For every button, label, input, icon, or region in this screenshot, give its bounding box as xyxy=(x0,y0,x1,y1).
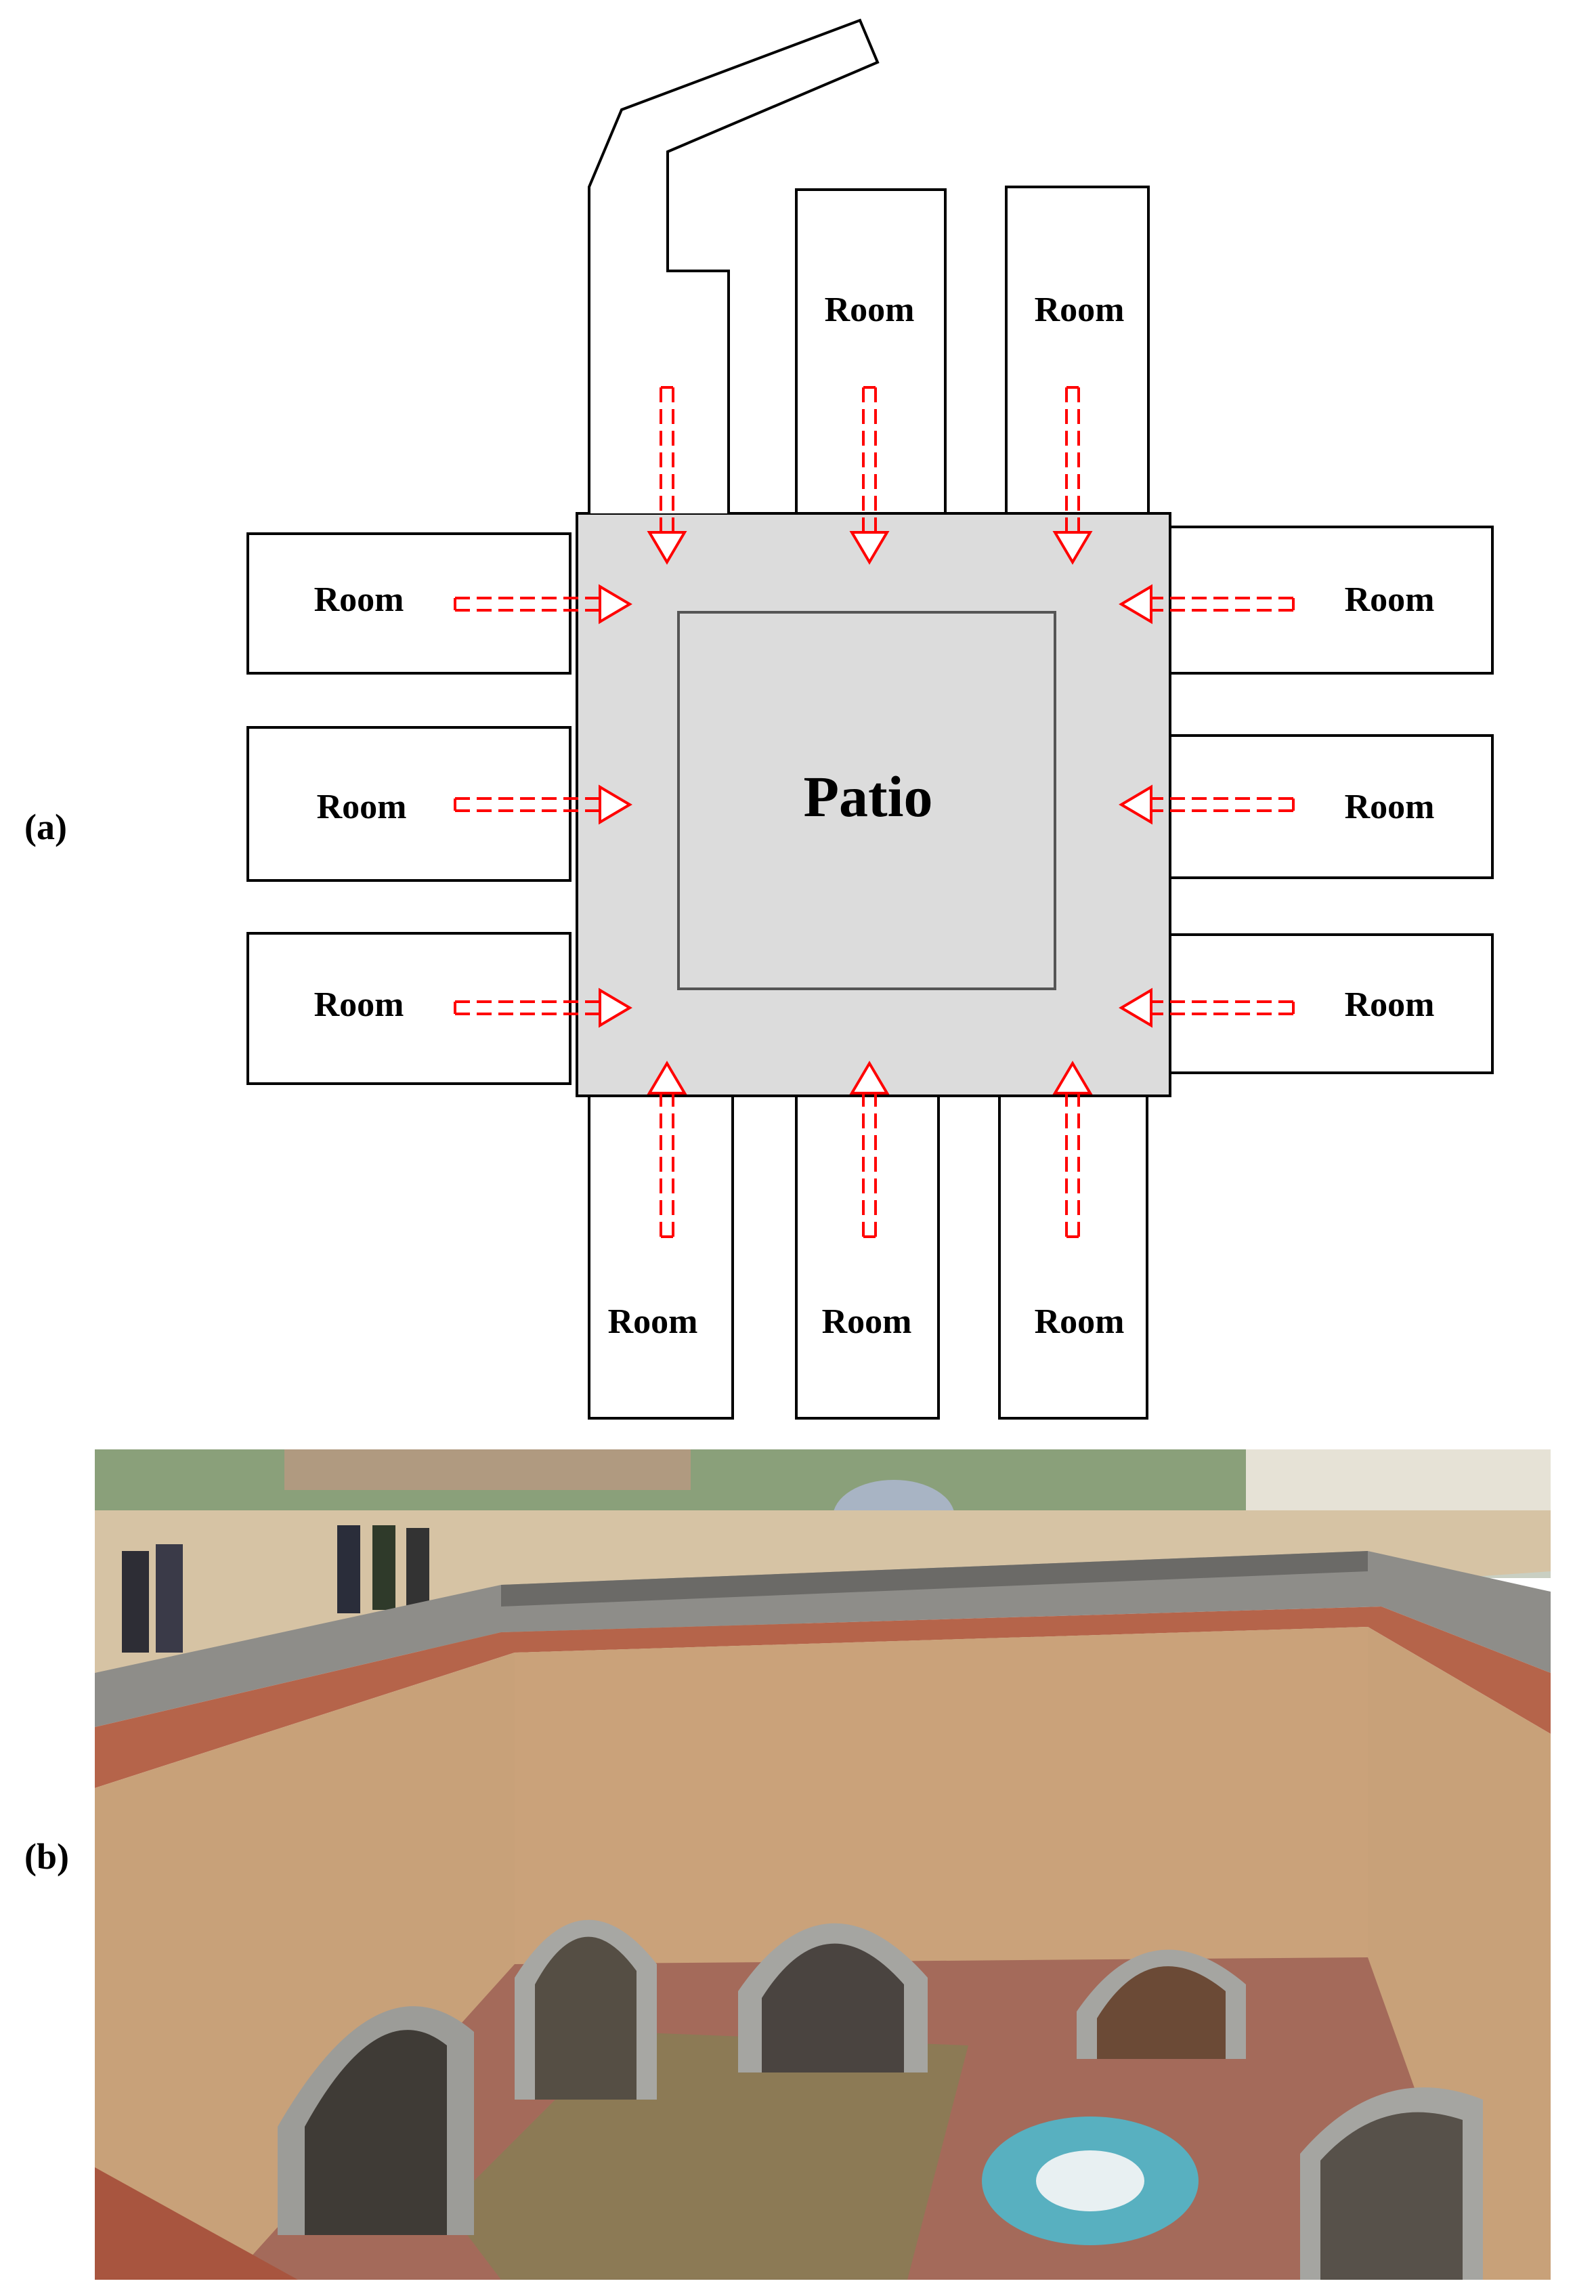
person xyxy=(406,1528,429,1609)
airflow-arrow xyxy=(1052,386,1093,565)
room-label: Room xyxy=(608,1302,698,1341)
airflow-arrow xyxy=(454,584,632,624)
room-bottom-3 xyxy=(998,1094,1148,1420)
room-label: Room xyxy=(1035,1302,1125,1341)
airflow-arrow xyxy=(1119,784,1295,825)
room-label: Room xyxy=(317,788,407,826)
airflow-arrow xyxy=(647,1061,687,1238)
room-label: Room xyxy=(314,985,404,1024)
room-label: Room xyxy=(314,580,404,619)
panel-label-a: (a) xyxy=(24,807,67,847)
airflow-arrow xyxy=(454,987,632,1028)
airflow-arrow xyxy=(454,784,632,825)
patio-label: Patio xyxy=(803,764,932,829)
person xyxy=(122,1551,149,1653)
room-label: Room xyxy=(1345,985,1435,1024)
person xyxy=(337,1525,360,1613)
person xyxy=(156,1544,183,1653)
room-label: Room xyxy=(1345,580,1435,619)
room-right-1 xyxy=(1169,526,1494,675)
room-left-1 xyxy=(246,532,571,675)
airflow-arrow xyxy=(1052,1061,1093,1238)
room-label: Room xyxy=(1345,788,1435,826)
floor-plan-diagram: Patio Room Room Room Room Room Room Room… xyxy=(246,18,1494,1420)
room-right-3 xyxy=(1169,933,1494,1074)
room-left-2 xyxy=(246,726,571,882)
person xyxy=(372,1525,395,1610)
room-label: Room xyxy=(825,291,915,329)
airflow-arrow xyxy=(849,386,890,565)
room-left-3 xyxy=(246,932,571,1085)
room-bottom-2 xyxy=(795,1094,940,1420)
patio-square xyxy=(677,611,1056,990)
room-right-2 xyxy=(1169,734,1494,879)
airflow-arrow xyxy=(849,1061,890,1238)
panel-label-b: (b) xyxy=(24,1836,69,1877)
airflow-arrow xyxy=(1119,987,1295,1028)
room-label: Room xyxy=(822,1302,912,1341)
airflow-arrow xyxy=(647,386,687,565)
room-top-2 xyxy=(795,188,947,515)
airflow-arrows xyxy=(454,386,1295,1238)
room-label: Room xyxy=(1035,291,1125,329)
airflow-arrow xyxy=(1119,584,1295,624)
sunken-courtyard-photo xyxy=(95,1449,1551,2280)
